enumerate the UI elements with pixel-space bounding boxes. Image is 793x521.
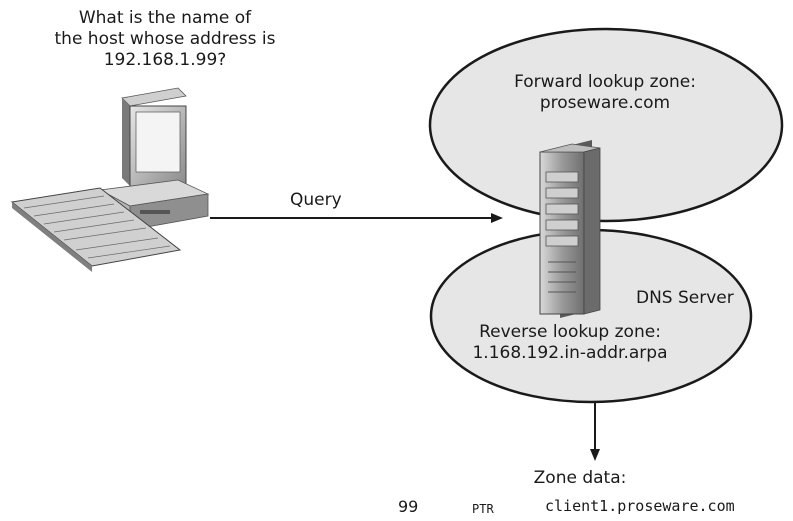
- reverse-lookup-zone-label: Reverse lookup zone: 1.168.192.in-addr.a…: [445, 322, 695, 364]
- zone-data-arrow: [590, 402, 600, 461]
- query-label: Query: [290, 190, 342, 210]
- forward-lookup-zone-ellipse: [428, 27, 784, 223]
- zone-record-host: 99: [398, 497, 419, 516]
- zone-record-target: client1.proseware.com: [545, 497, 735, 515]
- question-line-3: 192.168.1.99?: [103, 50, 227, 70]
- query-arrow: [210, 213, 503, 223]
- reverse-zone-title: Reverse lookup zone:: [479, 322, 661, 342]
- question-line-1: What is the name of: [78, 8, 252, 28]
- question-line-2: the host whose address is: [54, 29, 276, 49]
- desktop-computer-icon: [10, 87, 210, 272]
- forward-zone-name: proseware.com: [539, 93, 671, 113]
- zone-data-title: Zone data:: [533, 468, 627, 488]
- client-question: What is the name of the host whose addre…: [30, 8, 300, 71]
- zone-record-type: PTR: [472, 502, 494, 516]
- server-tower-icon: [539, 140, 601, 318]
- dns-server-label: DNS Server: [636, 288, 734, 308]
- reverse-zone-name: 1.168.192.in-addr.arpa: [472, 343, 668, 363]
- forward-lookup-zone-label: Forward lookup zone: proseware.com: [455, 72, 755, 114]
- forward-zone-title: Forward lookup zone:: [514, 72, 696, 92]
